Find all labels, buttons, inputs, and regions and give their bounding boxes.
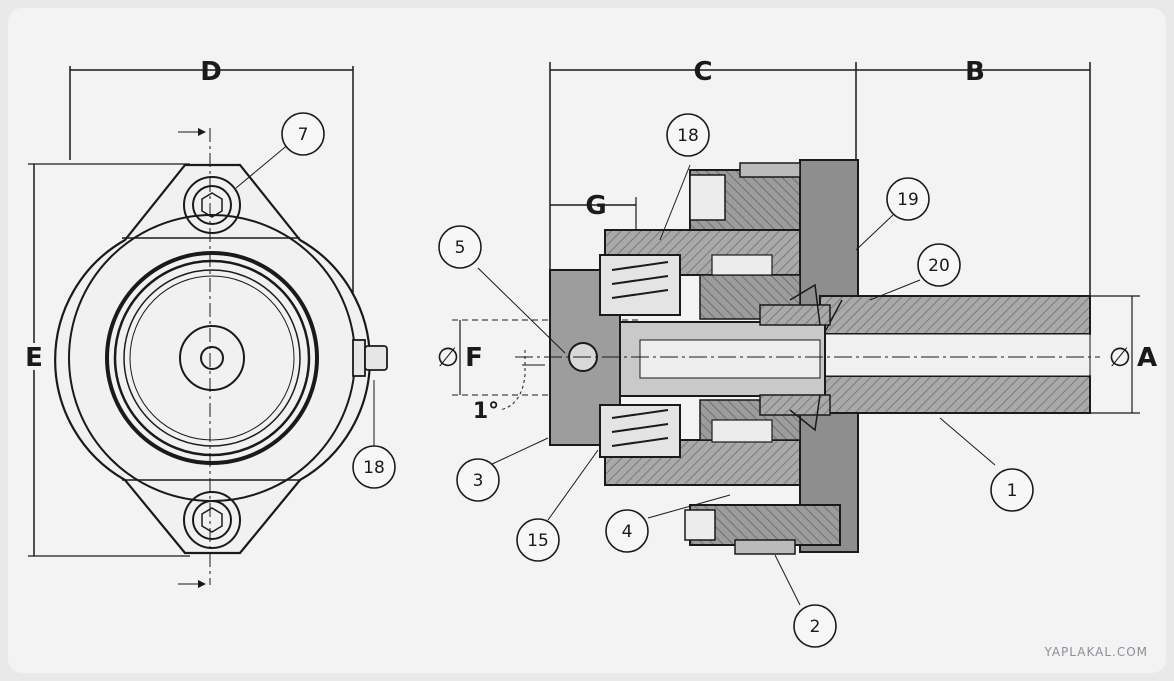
callout-15: 15 — [516, 518, 560, 562]
watermark: YAPLAKAL.COM — [1044, 645, 1148, 659]
dim-label-a: A — [1137, 343, 1157, 373]
callout-bubbles: 7 18 18 5 19 20 1 3 15 4 2 — [281, 112, 1034, 648]
svg-text:15: 15 — [527, 531, 549, 551]
callout-2: 2 — [793, 604, 837, 648]
diameter-symbol-a: ∅ — [1109, 343, 1132, 373]
dim-label-b: B — [965, 57, 985, 87]
callout-20: 20 — [917, 243, 961, 287]
svg-text:7: 7 — [298, 125, 309, 145]
callout-14: 18 — [666, 113, 710, 157]
callout-19: 19 — [886, 177, 930, 221]
dim-label-f: F — [465, 343, 483, 373]
svg-text:3: 3 — [473, 471, 484, 491]
angle-label: 1° — [473, 399, 499, 424]
svg-text:18: 18 — [363, 458, 385, 478]
svg-text:1: 1 — [1007, 481, 1018, 501]
svg-text:5: 5 — [455, 238, 466, 258]
dim-label-e: E — [25, 343, 43, 373]
svg-text:19: 19 — [897, 190, 919, 210]
callout-1: 1 — [990, 468, 1034, 512]
svg-text:4: 4 — [622, 522, 633, 542]
front-view — [28, 66, 388, 588]
svg-text:20: 20 — [928, 256, 950, 276]
svg-text:2: 2 — [810, 617, 821, 637]
svg-text:18: 18 — [677, 126, 699, 146]
dimension-labels: D E C B G ∅ F ∅ A 1° — [21, 57, 1157, 424]
section-view — [452, 62, 1140, 606]
dim-label-d: D — [200, 57, 222, 87]
callout-18: 18 — [352, 445, 396, 489]
dim-label-c: C — [693, 57, 712, 87]
callout-5: 5 — [438, 225, 482, 269]
callout-4: 4 — [605, 509, 649, 553]
dim-label-g: G — [585, 191, 606, 221]
callout-3: 3 — [456, 458, 500, 502]
diameter-symbol-f: ∅ — [437, 343, 460, 373]
callout-7: 7 — [281, 112, 325, 156]
